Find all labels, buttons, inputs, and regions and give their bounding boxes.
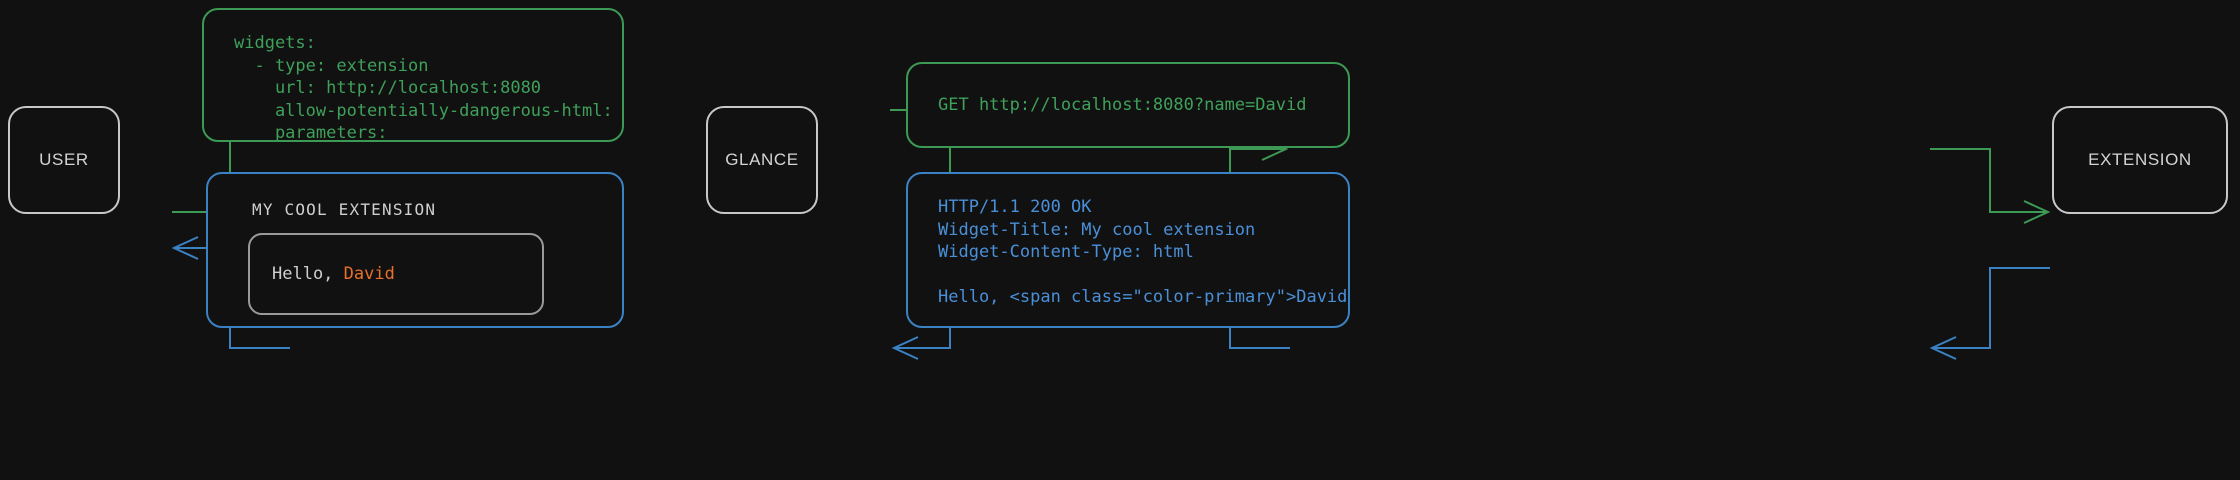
widget-greeting-name: David bbox=[343, 264, 395, 284]
widget-greeting-prefix: Hello, bbox=[272, 264, 344, 284]
widget-title: MY COOL EXTENSION bbox=[252, 200, 437, 219]
wire-request-to-extension bbox=[1930, 148, 2046, 213]
node-user[interactable]: USER bbox=[8, 106, 120, 214]
arrowhead-extension-in bbox=[2023, 200, 2051, 224]
config-yaml-text: widgets: - type: extension url: http://l… bbox=[234, 33, 613, 142]
http-response-box[interactable]: HTTP/1.1 200 OK Widget-Title: My cool ex… bbox=[906, 172, 1350, 328]
node-glance-label: GLANCE bbox=[725, 150, 799, 169]
node-extension-label: EXTENSION bbox=[2088, 150, 2192, 169]
widget-content-card: Hello, David bbox=[248, 233, 544, 315]
widget-preview-panel[interactable]: MY COOL EXTENSION Hello, David bbox=[206, 172, 624, 328]
arrowhead-response-in bbox=[1929, 336, 1957, 360]
http-request-text: GET http://localhost:8080?name=David bbox=[938, 94, 1307, 115]
arrowhead-user-return bbox=[171, 236, 199, 260]
http-request-box[interactable]: GET http://localhost:8080?name=David bbox=[906, 62, 1350, 148]
widget-greeting: Hello, David bbox=[272, 264, 395, 284]
node-glance[interactable]: GLANCE bbox=[706, 106, 818, 214]
config-yaml-box[interactable]: widgets: - type: extension url: http://l… bbox=[202, 8, 624, 142]
wire-extension-to-response bbox=[1934, 267, 2050, 349]
http-response-text: HTTP/1.1 200 OK Widget-Title: My cool ex… bbox=[938, 197, 1348, 307]
node-extension[interactable]: EXTENSION bbox=[2052, 106, 2228, 214]
arrowhead-widget-in bbox=[891, 336, 919, 360]
node-user-label: USER bbox=[39, 150, 89, 169]
